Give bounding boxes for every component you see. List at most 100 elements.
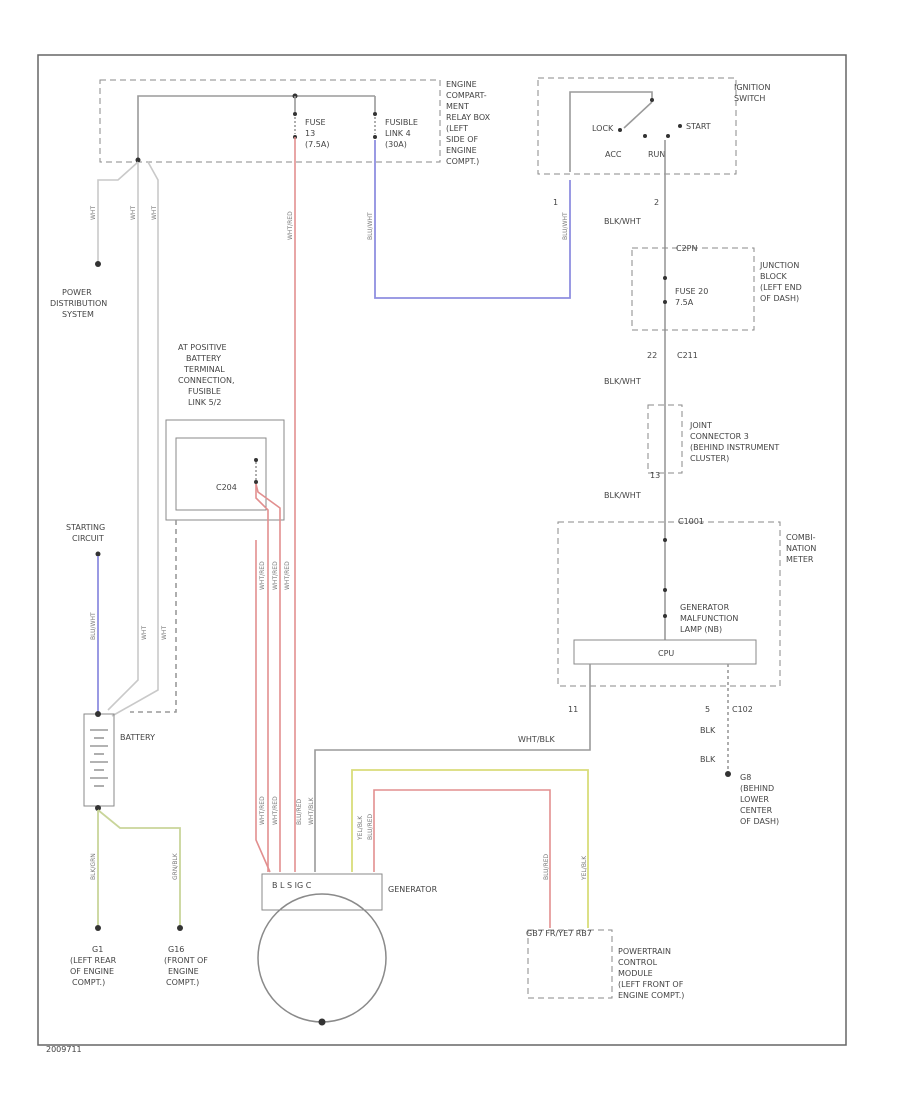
wire-label: BLK <box>700 726 716 735</box>
svg-text:ENGINE: ENGINE <box>168 967 199 976</box>
svg-text:FUSE 20: FUSE 20 <box>675 287 708 296</box>
svg-text:(LEFT: (LEFT <box>446 124 468 133</box>
svg-text:(BEHIND: (BEHIND <box>740 784 774 793</box>
wire-label: GRN/BLK <box>172 852 179 880</box>
starting-circuit-label: STARTING CIRCUIT <box>66 523 105 543</box>
wire-label: BLK <box>700 755 716 764</box>
junction-block-label: JUNCTION BLOCK (LEFT END OF DASH) <box>759 261 802 303</box>
svg-text:TERMINAL: TERMINAL <box>183 365 225 374</box>
battery-cells <box>90 729 108 787</box>
svg-text:DISTRIBUTION: DISTRIBUTION <box>50 299 107 308</box>
wire-battery-feed-1 <box>107 162 139 711</box>
pin-label: 1 <box>553 198 558 207</box>
wire-fusible-link-ignition <box>374 140 571 299</box>
wire-label: WHT <box>151 206 158 220</box>
joint-connector-box <box>647 404 683 474</box>
cpu-box <box>573 639 757 665</box>
svg-text:LINK 5/2: LINK 5/2 <box>188 398 221 407</box>
fusible-link-terminal <box>373 112 377 116</box>
generator-body <box>257 893 387 1023</box>
switch-pivot <box>650 98 654 102</box>
svg-text:COMBI-: COMBI- <box>786 533 816 542</box>
wire-link-generator-2 <box>255 483 281 872</box>
svg-text:LOWER: LOWER <box>740 795 769 804</box>
svg-text:LINK 4: LINK 4 <box>385 129 411 138</box>
svg-text:(FRONT OF: (FRONT OF <box>164 956 208 965</box>
svg-text:MENT: MENT <box>446 102 469 111</box>
wire-label: WHT/RED <box>272 561 279 590</box>
svg-text:OF DASH): OF DASH) <box>760 294 799 303</box>
wire-label: BLU/RED <box>543 853 550 880</box>
pcm-pin-labels: GB7 FR/YE7 RB7 <box>526 929 592 938</box>
switch-position-acc: ACC <box>605 150 622 159</box>
pin-label: 22 <box>647 351 657 360</box>
fuse-20-label: FUSE 20 7.5A <box>675 287 708 307</box>
svg-text:AT POSITIVE: AT POSITIVE <box>178 343 227 352</box>
svg-text:RELAY BOX: RELAY BOX <box>446 113 491 122</box>
wire-label: BLU/RED <box>296 798 303 825</box>
switch-contact-lock <box>618 128 622 132</box>
svg-text:JUNCTION: JUNCTION <box>759 261 799 270</box>
starting-circuit-terminal <box>95 551 101 557</box>
power-distribution-terminal <box>95 261 101 267</box>
wire-battery-ground-g16 <box>97 809 181 925</box>
link-terminal <box>254 480 258 484</box>
svg-text:CONNECTION,: CONNECTION, <box>178 376 235 385</box>
svg-text:FUSIBLE: FUSIBLE <box>188 387 221 396</box>
wire-label: BLU/WHT <box>562 212 569 240</box>
wire-label: WHT <box>130 206 137 220</box>
generator-ground-terminal <box>318 1018 326 1026</box>
pin-label: 2 <box>654 198 659 207</box>
combination-meter-box <box>557 521 781 687</box>
battery-negative-terminal <box>95 805 101 811</box>
joint-connector-label: JOINT CONNECTOR 3 (BEHIND INSTRUMENT CLU… <box>689 421 779 463</box>
svg-text:(LEFT REAR: (LEFT REAR <box>70 956 117 965</box>
pin-label: 5 <box>705 705 710 714</box>
svg-text:CLUSTER): CLUSTER) <box>690 454 729 463</box>
combination-meter-label: COMBI- NATION METER <box>786 533 816 564</box>
engine-relay-box <box>99 79 441 163</box>
svg-text:BLOCK: BLOCK <box>760 272 788 281</box>
switch-contact-run <box>666 134 670 138</box>
svg-text:ENGINE COMPT.): ENGINE COMPT.) <box>618 991 684 1000</box>
wire-link-generator-3 <box>255 540 271 873</box>
battery-body <box>83 713 115 807</box>
wire-battery-feed-2 <box>111 161 159 717</box>
ignition-switch-wiper <box>569 91 653 172</box>
lamp-terminal <box>663 614 667 618</box>
wire-label: WHT/BLK <box>518 735 555 744</box>
connector-label: C2PN <box>676 244 698 253</box>
ground-g16-label: G16 (FRONT OF ENGINE COMPT.) <box>164 945 208 987</box>
battery-label: BATTERY <box>120 733 155 742</box>
connector-label: C204 <box>216 483 237 492</box>
ground-g16-terminal <box>177 925 183 931</box>
pcm-label: POWERTRAIN CONTROL MODULE (LEFT FRONT OF… <box>618 947 684 1000</box>
svg-text:CONTROL: CONTROL <box>618 958 658 967</box>
wire-label: WHT/RED <box>259 796 266 825</box>
svg-text:IGNITION: IGNITION <box>734 83 770 92</box>
ignition-switch-blade <box>623 101 653 129</box>
generator-pin-labels: B L S IG C <box>272 881 312 890</box>
wire-label: BLK/WHT <box>604 491 641 500</box>
diagram-code: 2009711 <box>46 1045 82 1054</box>
fusible-link-dashed-lead <box>130 520 177 713</box>
switch-position-start: START <box>686 122 711 131</box>
fuse-20-terminal <box>663 300 667 304</box>
svg-text:ENGINE: ENGINE <box>446 146 477 155</box>
generator-label: GENERATOR <box>388 885 438 894</box>
svg-text:POWER: POWER <box>62 288 92 297</box>
wire-label: WHT/RED <box>259 561 266 590</box>
svg-text:STARTING: STARTING <box>66 523 105 532</box>
svg-text:COMPART-: COMPART- <box>446 91 487 100</box>
wire-power-distribution <box>97 161 139 262</box>
svg-text:JOINT: JOINT <box>689 421 712 430</box>
svg-text:COMPT.): COMPT.) <box>166 978 199 987</box>
lamp-terminal <box>663 588 667 592</box>
fusible-link-inner <box>175 437 267 511</box>
switch-contact-start <box>678 124 682 128</box>
svg-text:POWERTRAIN: POWERTRAIN <box>618 947 671 956</box>
switch-contact-acc <box>643 134 647 138</box>
svg-text:(7.5A): (7.5A) <box>305 140 329 149</box>
svg-text:MODULE: MODULE <box>618 969 653 978</box>
